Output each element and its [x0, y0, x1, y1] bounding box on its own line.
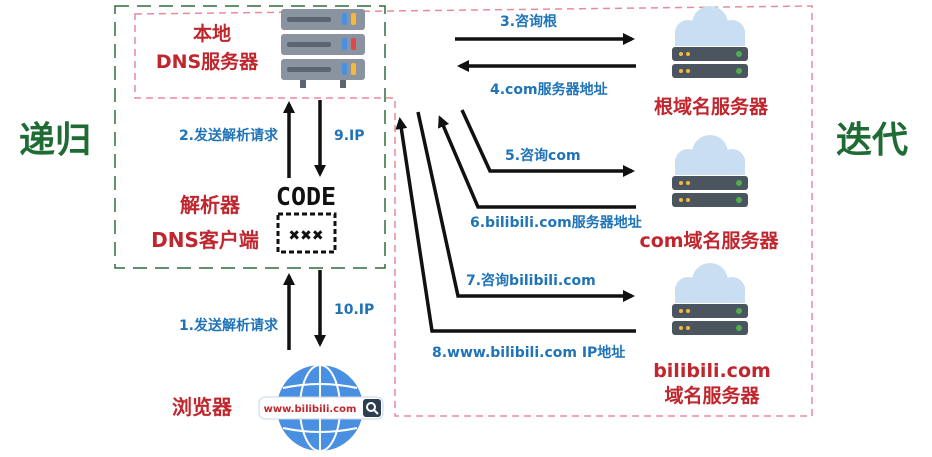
step-2-label: 2.发送解析请求 — [179, 127, 279, 144]
code-icon: CODE ✖✖✖ — [276, 182, 337, 254]
step-10-label: 10.IP — [334, 302, 374, 318]
search-icon[interactable] — [363, 399, 381, 417]
cloud-server-icon — [672, 6, 748, 78]
arrow-s6 — [438, 115, 636, 209]
step-8-label: 8.www.bilibili.com IP地址 — [432, 344, 625, 361]
arrow-s8 — [395, 117, 636, 333]
cloud-server-icon — [672, 263, 748, 335]
resolver-title-line1: 解析器 — [180, 193, 241, 217]
server-rack-icon — [281, 9, 365, 88]
browser-address-bar[interactable]: www.bilibili.com — [258, 396, 384, 420]
root-server-label: 根域名服务器 — [654, 95, 769, 118]
local-dns-title-line2: DNS服务器 — [156, 50, 259, 73]
bili-server-label-line1: bilibili.com — [653, 360, 771, 382]
code-icon-mask: ✖✖✖ — [288, 228, 323, 244]
browser-url-text: www.bilibili.com — [264, 404, 357, 415]
arrow-s7 — [416, 111, 635, 302]
step-5-label: 5.咨询com — [505, 147, 581, 164]
com-server-label: com域名服务器 — [639, 229, 779, 252]
iterative-label: 迭代 — [836, 120, 908, 161]
bili-server-label-line2: 域名服务器 — [664, 384, 760, 407]
arrow-s5 — [460, 109, 635, 177]
recursive-label: 递归 — [19, 120, 91, 161]
iterative-region — [134, 5, 813, 417]
step-3-label: 3.咨询根 — [500, 13, 558, 30]
recursive-region — [114, 5, 386, 269]
step-1-label: 1.发送解析请求 — [179, 317, 279, 334]
browser-label: 浏览器 — [172, 395, 233, 419]
step-4-label: 4.com服务器地址 — [490, 81, 608, 98]
step-7-label: 7.咨询bilibili.com — [466, 272, 596, 289]
cloud-server-icon — [672, 135, 748, 207]
code-icon-text: CODE — [276, 182, 336, 211]
step-6-label: 6.bilibili.com服务器地址 — [470, 214, 642, 231]
local-dns-title-line1: 本地 — [193, 22, 231, 45]
resolver-title-line2: DNS客户端 — [151, 228, 259, 252]
step-9-label: 9.IP — [334, 128, 365, 144]
